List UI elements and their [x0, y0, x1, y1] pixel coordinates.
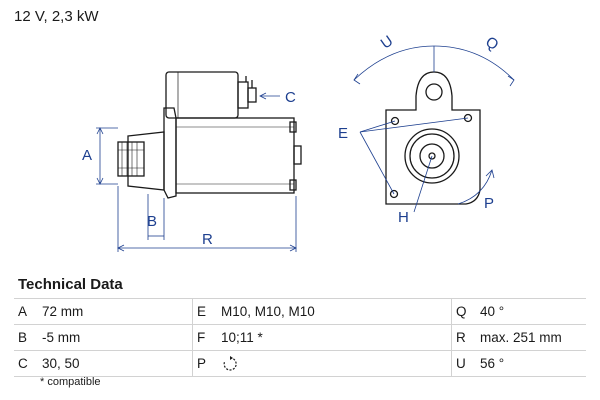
value-q: 40 ° — [480, 298, 586, 325]
teeth-label-h: H — [398, 209, 409, 226]
rotation-label-p: P — [484, 195, 494, 212]
table-row: B -5 mm F 10;11 * R max. 251 mm — [14, 324, 586, 351]
key-p: P — [192, 350, 221, 377]
starter-motor-drawing: A B C R U Q E H P — [82, 32, 515, 252]
technical-data-table: A 72 mm E M10, M10, M10 Q 40 ° B -5 mm F… — [14, 298, 586, 377]
table-row: C 30, 50 P U 56 ° — [14, 350, 586, 377]
key-b: B — [14, 324, 42, 351]
thread-label-e: E — [338, 125, 348, 142]
angle-label-q: Q — [482, 33, 501, 54]
side-dimensions — [96, 92, 297, 252]
key-u: U — [451, 350, 480, 377]
value-r: max. 251 mm — [480, 324, 586, 351]
product-heading: 12 V, 2,3 kW — [14, 8, 99, 25]
footnote: * compatible — [40, 376, 101, 388]
side-view — [117, 71, 302, 199]
value-e: M10, M10, M10 — [221, 298, 452, 325]
front-dimensions — [353, 45, 515, 213]
dimension-label-c: C — [285, 89, 296, 106]
key-r: R — [451, 324, 480, 351]
key-c: C — [14, 350, 42, 377]
angle-label-u: U — [378, 32, 397, 52]
value-c: 30, 50 — [42, 350, 193, 377]
dimension-label-a: A — [82, 147, 92, 164]
key-e: E — [192, 298, 221, 325]
value-a: 72 mm — [42, 298, 193, 325]
value-b: -5 mm — [42, 324, 193, 351]
value-u: 56 ° — [480, 350, 586, 377]
value-f: 10;11 * — [221, 324, 452, 351]
key-q: Q — [451, 298, 480, 325]
front-view — [385, 71, 481, 205]
key-f: F — [192, 324, 221, 351]
technical-data-title: Technical Data — [18, 276, 123, 293]
table-row: A 72 mm E M10, M10, M10 Q 40 ° — [14, 298, 586, 325]
clockwise-rotation-icon — [223, 355, 237, 371]
dimension-label-r: R — [202, 231, 213, 248]
value-p — [221, 350, 452, 377]
key-a: A — [14, 298, 42, 325]
dimension-label-b: B — [147, 213, 157, 230]
